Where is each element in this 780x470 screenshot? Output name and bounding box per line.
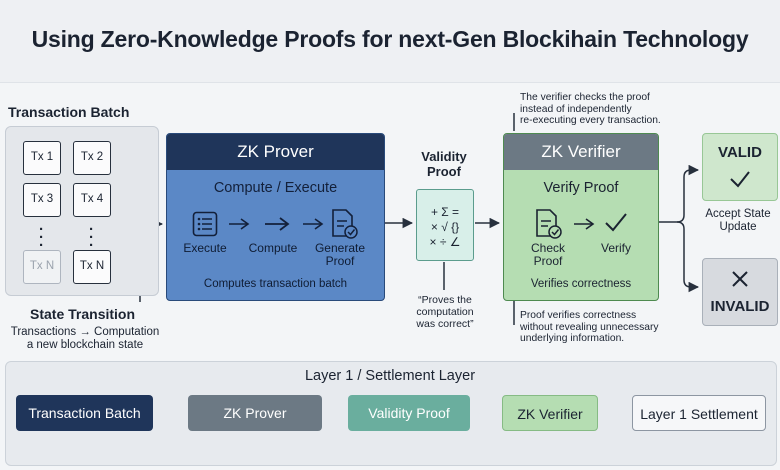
tx-document: Tx 1 [23,141,61,175]
note-line: underlying information. [520,333,625,344]
note-line: computation [416,306,474,318]
zk-verifier-card: ZK Verifier Verify Proof Check Proof Ver… [503,133,659,301]
arrow-verifier-to-invalid [676,221,700,293]
arrow-right-icon [303,218,324,230]
accept-line: Accept State [705,208,771,220]
state-caption-line: Transactions → Computation [10,326,160,338]
math-symbols: + Σ = [430,205,460,219]
tx-document: Tx 2 [73,141,111,175]
validity-proof-document: + Σ = × √ {} × ÷ ∠ [416,189,474,261]
math-symbols: × √ {} [430,220,460,234]
note-line: The verifier checks the proof [520,92,650,103]
tx-document-faded: Tx N [23,250,61,284]
state-transition-caption: Transactions → Computation a new blockch… [6,326,164,352]
zk-prover-card: ZK Prover Compute / Execute Execute Comp… [166,133,385,301]
step-compute-label: Compute [248,241,298,255]
close-icon [732,271,748,287]
step-execute-label: Execute [183,241,227,255]
valid-label: VALID [718,144,762,161]
flow-zk-verifier: ZK Verifier [502,395,598,431]
arrow-verifier-to-valid [659,164,700,223]
flow-validity-proof: Validity Proof [348,395,470,431]
document-check-icon [536,209,562,239]
validity-label-line: Proof [427,164,461,179]
step-check-proof-label: Check Proof [520,242,576,268]
invalid-outcome-box: INVALID [702,258,778,326]
verifier-subtitle: Verify Proof [543,180,619,196]
document-check-icon [332,209,358,239]
step-generate-proof-label: Generate Proof [310,242,370,268]
prover-footer: Computes transaction batch [203,278,348,290]
flow-layer-1-settlement: Layer 1 Settlement [632,395,766,431]
flow-zk-prover: ZK Prover [188,395,322,431]
note-line: Proof verifies correctness [520,310,637,321]
tx-document: Tx 3 [23,183,61,217]
page-title: Using Zero-Knowledge Proofs for next-Gen… [31,26,749,52]
step-label-line: Generate [314,241,366,255]
layer-1-title: Layer 1 / Settlement Layer [304,368,476,384]
verifier-bottom-note: Proof verifies correctness without revea… [520,310,700,345]
note-line: instead of independently [520,103,632,115]
ellipsis-icon: ··· [39,221,44,254]
note-line: without revealing unnecessary [520,321,659,333]
validity-proof-label: Validity Proof [404,149,484,179]
flow-transaction-batch: Transaction Batch [16,395,153,431]
verifier-footer: Verifies correctness [530,278,632,290]
arrow-right-icon [265,217,290,231]
accept-state-caption: Accept State Update [694,208,780,234]
arrow-right-icon [574,218,595,230]
state-caption-line: a new blockchain state [26,339,144,351]
prover-subtitle: Compute / Execute [213,180,338,196]
transaction-batch-panel: Tx 1 Tx 2 Tx 3 Tx 4 ··· ··· Tx N Tx N [5,126,159,296]
math-symbols: × ÷ ∠ [429,235,461,249]
checkmark-icon [605,213,627,232]
step-label-line: Proof [325,254,355,268]
note-line: re-executing every transaction. [520,115,661,126]
tx-document: Tx N [73,250,111,284]
batch-label: Transaction Batch [8,104,130,120]
accept-line: Update [719,221,757,233]
title-band [0,0,780,83]
arrow-right-icon [229,218,250,230]
step-label-line: Proof [533,254,563,268]
checkmark-icon [730,171,750,188]
state-transition-title: State Transition [30,306,136,322]
verifier-title: ZK Verifier [504,134,658,170]
note-line: was correct” [416,318,474,330]
invalid-label: INVALID [710,298,770,315]
list-icon [192,211,218,237]
step-label-line: Check [530,241,565,255]
validity-proof-note: “Proves the computation was correct” [400,294,490,330]
valid-outcome-box: VALID [702,133,778,201]
note-line: “Proves the [418,294,472,306]
tx-document: Tx 4 [73,183,111,217]
validity-label-line: Validity [421,149,467,164]
prover-title: ZK Prover [167,134,384,170]
step-verify-label: Verify [600,241,631,255]
verifier-top-note: The verifier checks the proof instead of… [520,92,690,127]
ellipsis-icon: ··· [89,221,94,254]
